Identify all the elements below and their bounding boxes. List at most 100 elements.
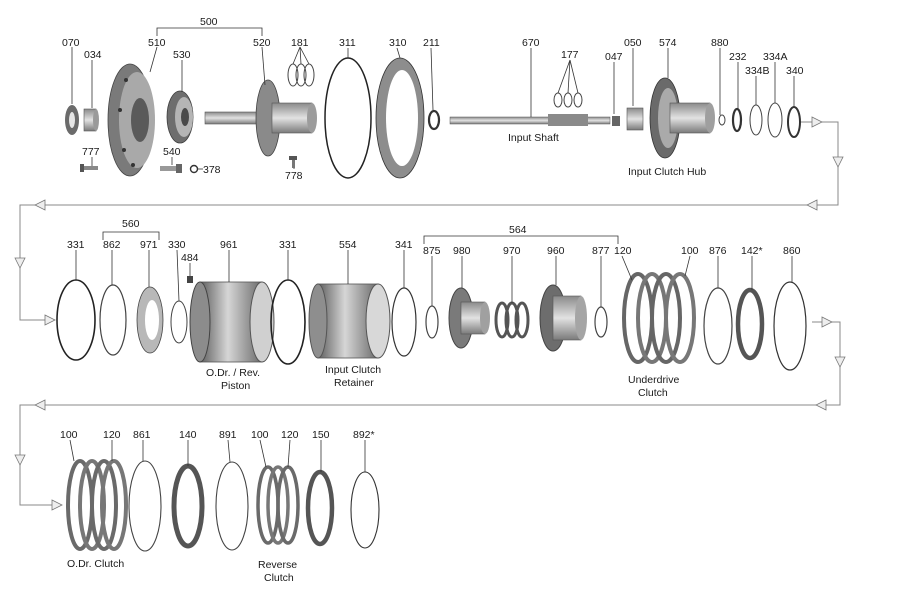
part-334A-ring	[767, 102, 783, 138]
part-961-odr-rev-piston	[189, 281, 275, 363]
caption-input-clutch-hub: Input Clutch Hub	[628, 166, 706, 178]
part-number: 530	[173, 49, 191, 61]
part-number: 100	[251, 429, 269, 441]
part-980-piston	[448, 287, 490, 349]
part-number: 777	[82, 146, 100, 158]
caption-input-clutch-retainer-line1: Input Clutch	[325, 364, 381, 376]
part-877-ring	[594, 306, 608, 338]
part-140-reaction-plate	[171, 463, 205, 549]
flow-connector-row2-row3	[14, 316, 846, 511]
part-number: 564	[509, 224, 527, 236]
part-181-seal-rings	[287, 63, 315, 87]
caption-reverse-clutch-line1: Reverse	[258, 559, 297, 571]
part-554-input-clutch-retainer	[308, 283, 391, 359]
part-311-oring	[324, 57, 372, 179]
part-862-ring	[99, 284, 127, 356]
part-odr-clutch-pack	[66, 459, 128, 551]
part-number-labels: 070 034 510 500 530 520 181 311 310 211 …	[60, 16, 804, 441]
part-150-reaction-plate	[305, 469, 335, 547]
part-050-bushing	[626, 107, 644, 131]
part-number: 100	[681, 245, 699, 257]
part-number: 877	[592, 245, 610, 257]
part-777-bolt	[80, 164, 98, 172]
part-number: 047	[605, 51, 623, 63]
part-number: 211	[423, 37, 440, 49]
part-860-snap-ring	[773, 281, 807, 371]
part-number: 340	[786, 65, 804, 77]
part-177-seal-rings	[553, 92, 583, 108]
part-number: 880	[711, 37, 729, 49]
part-330-ring	[170, 300, 188, 344]
part-number: 670	[522, 37, 540, 49]
part-number: 861	[133, 429, 151, 441]
part-number: 862	[103, 239, 121, 251]
part-880-ring	[718, 114, 726, 126]
part-number: 034	[84, 49, 102, 61]
part-captions: Input Shaft Input Clutch Hub O.Dr. / Rev…	[67, 132, 706, 584]
part-number: 120	[103, 429, 121, 441]
part-number: 875	[423, 245, 441, 257]
part-number: 961	[220, 239, 238, 251]
part-510-pump-body	[107, 63, 155, 177]
bracket-564	[423, 235, 619, 244]
bracket-500	[156, 27, 263, 36]
part-number: 560	[122, 218, 140, 230]
part-892-snap-ring	[350, 471, 380, 549]
part-number: 960	[547, 245, 565, 257]
part-number: 778	[285, 170, 303, 182]
part-530-pump-gears	[166, 90, 194, 144]
part-underdrive-clutch-pack	[622, 272, 696, 364]
part-number: 520	[253, 37, 271, 49]
part-number: 150	[312, 429, 330, 441]
caption-input-shaft: Input Shaft	[508, 132, 559, 144]
part-number: 330	[168, 239, 186, 251]
part-number: 980	[453, 245, 471, 257]
part-875-ring	[425, 305, 439, 339]
part-number: 232	[729, 51, 747, 63]
part-047-oring	[612, 116, 620, 126]
part-number: 181	[291, 37, 309, 49]
caption-underdrive-clutch-line1: Underdrive	[628, 374, 680, 386]
part-number: 341	[395, 239, 413, 251]
part-574-input-clutch-hub	[649, 77, 715, 159]
part-142-pressure-plate	[735, 287, 765, 361]
part-number: 891	[219, 429, 237, 441]
part-number: 070	[62, 37, 80, 49]
leader-lines	[69, 46, 795, 472]
part-861-ring	[128, 460, 162, 552]
part-number: 050	[624, 37, 642, 49]
part-331-oring-b	[270, 279, 306, 365]
part-number: 892*	[353, 429, 375, 441]
part-number: 378	[203, 164, 221, 176]
part-number: 500	[200, 16, 218, 28]
caption-reverse-clutch-line2: Clutch	[264, 572, 294, 584]
part-number: 970	[503, 245, 521, 257]
part-341-ring	[391, 287, 417, 357]
caption-odr-clutch: O.Dr. Clutch	[67, 558, 124, 570]
part-340-snap-ring	[787, 106, 801, 138]
part-number: 971	[140, 239, 158, 251]
flow-connector-row1-row2	[14, 116, 844, 326]
part-number: 100	[60, 429, 78, 441]
part-number: 860	[783, 245, 801, 257]
part-540-bolt	[160, 164, 182, 173]
part-310-gasket	[375, 57, 425, 179]
part-number: 331	[67, 239, 85, 251]
part-232-washer	[731, 107, 743, 133]
part-876-ring	[703, 287, 733, 365]
part-970-spring	[494, 301, 530, 339]
part-number: 140	[179, 429, 197, 441]
caption-input-clutch-retainer-line2: Retainer	[334, 377, 374, 389]
part-034-bushing	[83, 108, 99, 132]
part-520-reaction-shaft-support	[204, 79, 317, 157]
part-number: 142*	[741, 245, 763, 257]
part-number: 510	[148, 37, 166, 49]
part-number: 540	[163, 146, 181, 158]
part-378-washer	[189, 164, 203, 174]
part-number: 484	[181, 252, 199, 264]
part-670-input-shaft	[449, 114, 611, 126]
part-971-spring	[136, 286, 164, 354]
bracket-560	[102, 231, 160, 240]
part-number: 554	[339, 239, 357, 251]
